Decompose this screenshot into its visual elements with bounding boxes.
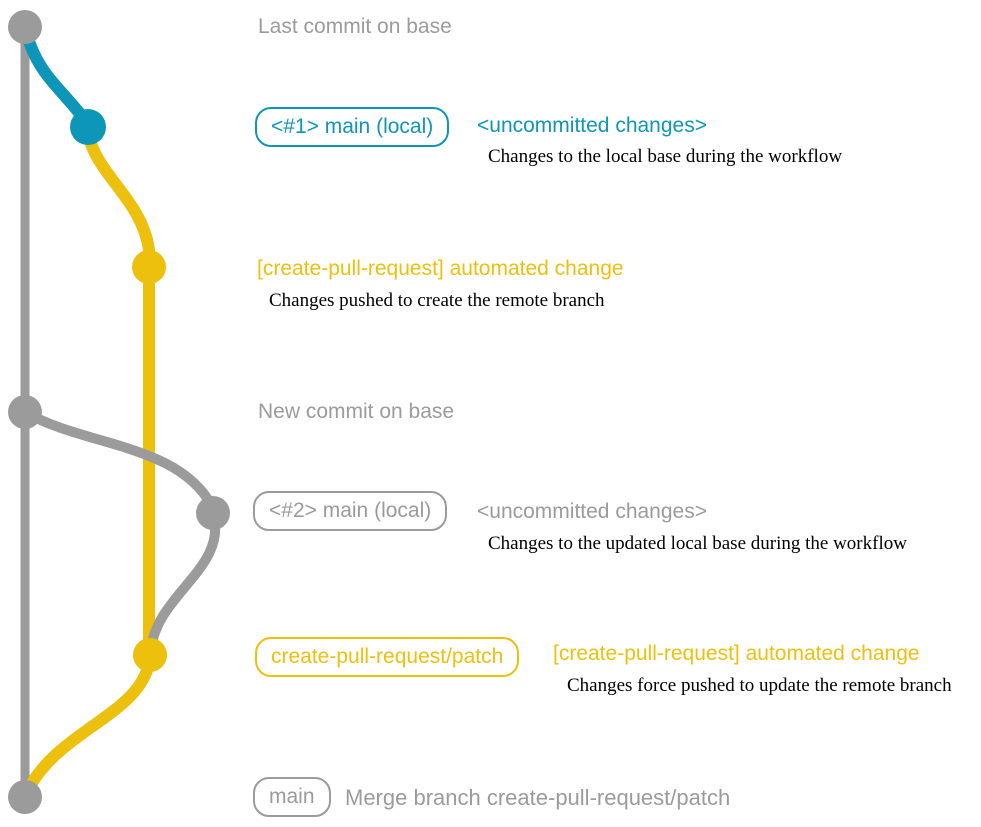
commit-dot-merge-bottom xyxy=(8,780,42,814)
patch-merge-branch-line xyxy=(21,649,156,798)
note-new-commit-on-base: New commit on base xyxy=(258,400,455,423)
note-last-commit-on-base: Last commit on base xyxy=(258,15,452,38)
heading-automated-change-2: [create-pull-request] automated change xyxy=(553,642,920,665)
commit-dot-main-local-1 xyxy=(70,109,106,145)
note-merge-branch: Merge branch create-pull-request/patch xyxy=(345,785,731,810)
description-force-push-remote: Changes force pushed to update the remot… xyxy=(567,675,952,696)
commit-dot-base-top xyxy=(8,10,42,44)
main-local-2-branch-out-line xyxy=(20,407,218,513)
branch-badge-main-local-1: <#1> main (local) xyxy=(255,107,450,147)
commit-dot-base-new xyxy=(8,395,42,429)
patch-branch-line-upper xyxy=(82,124,155,661)
branch-badge-main-local-2: <#2> main (local) xyxy=(253,491,448,531)
commit-dot-main-local-2 xyxy=(196,496,230,530)
heading-uncommitted-changes-1: <uncommitted changes> xyxy=(477,114,707,137)
description-local-base-changes-1: Changes to the local base during the wor… xyxy=(488,146,843,167)
branch-badge-main: main xyxy=(253,777,331,817)
heading-uncommitted-changes-2: <uncommitted changes> xyxy=(477,500,707,523)
branch-badge-create-pull-request-patch: create-pull-request/patch xyxy=(255,637,520,677)
commit-dot-patch-1 xyxy=(132,250,166,284)
commit-graph xyxy=(8,10,230,814)
description-local-base-changes-2: Changes to the updated local base during… xyxy=(488,533,907,554)
main-local-2-branch-in-line xyxy=(146,508,221,655)
commit-dot-patch-2 xyxy=(133,638,167,672)
description-push-create-remote: Changes pushed to create the remote bran… xyxy=(269,290,605,311)
main-local-1-branch-line xyxy=(19,21,93,129)
heading-automated-change-1: [create-pull-request] automated change xyxy=(257,257,624,280)
